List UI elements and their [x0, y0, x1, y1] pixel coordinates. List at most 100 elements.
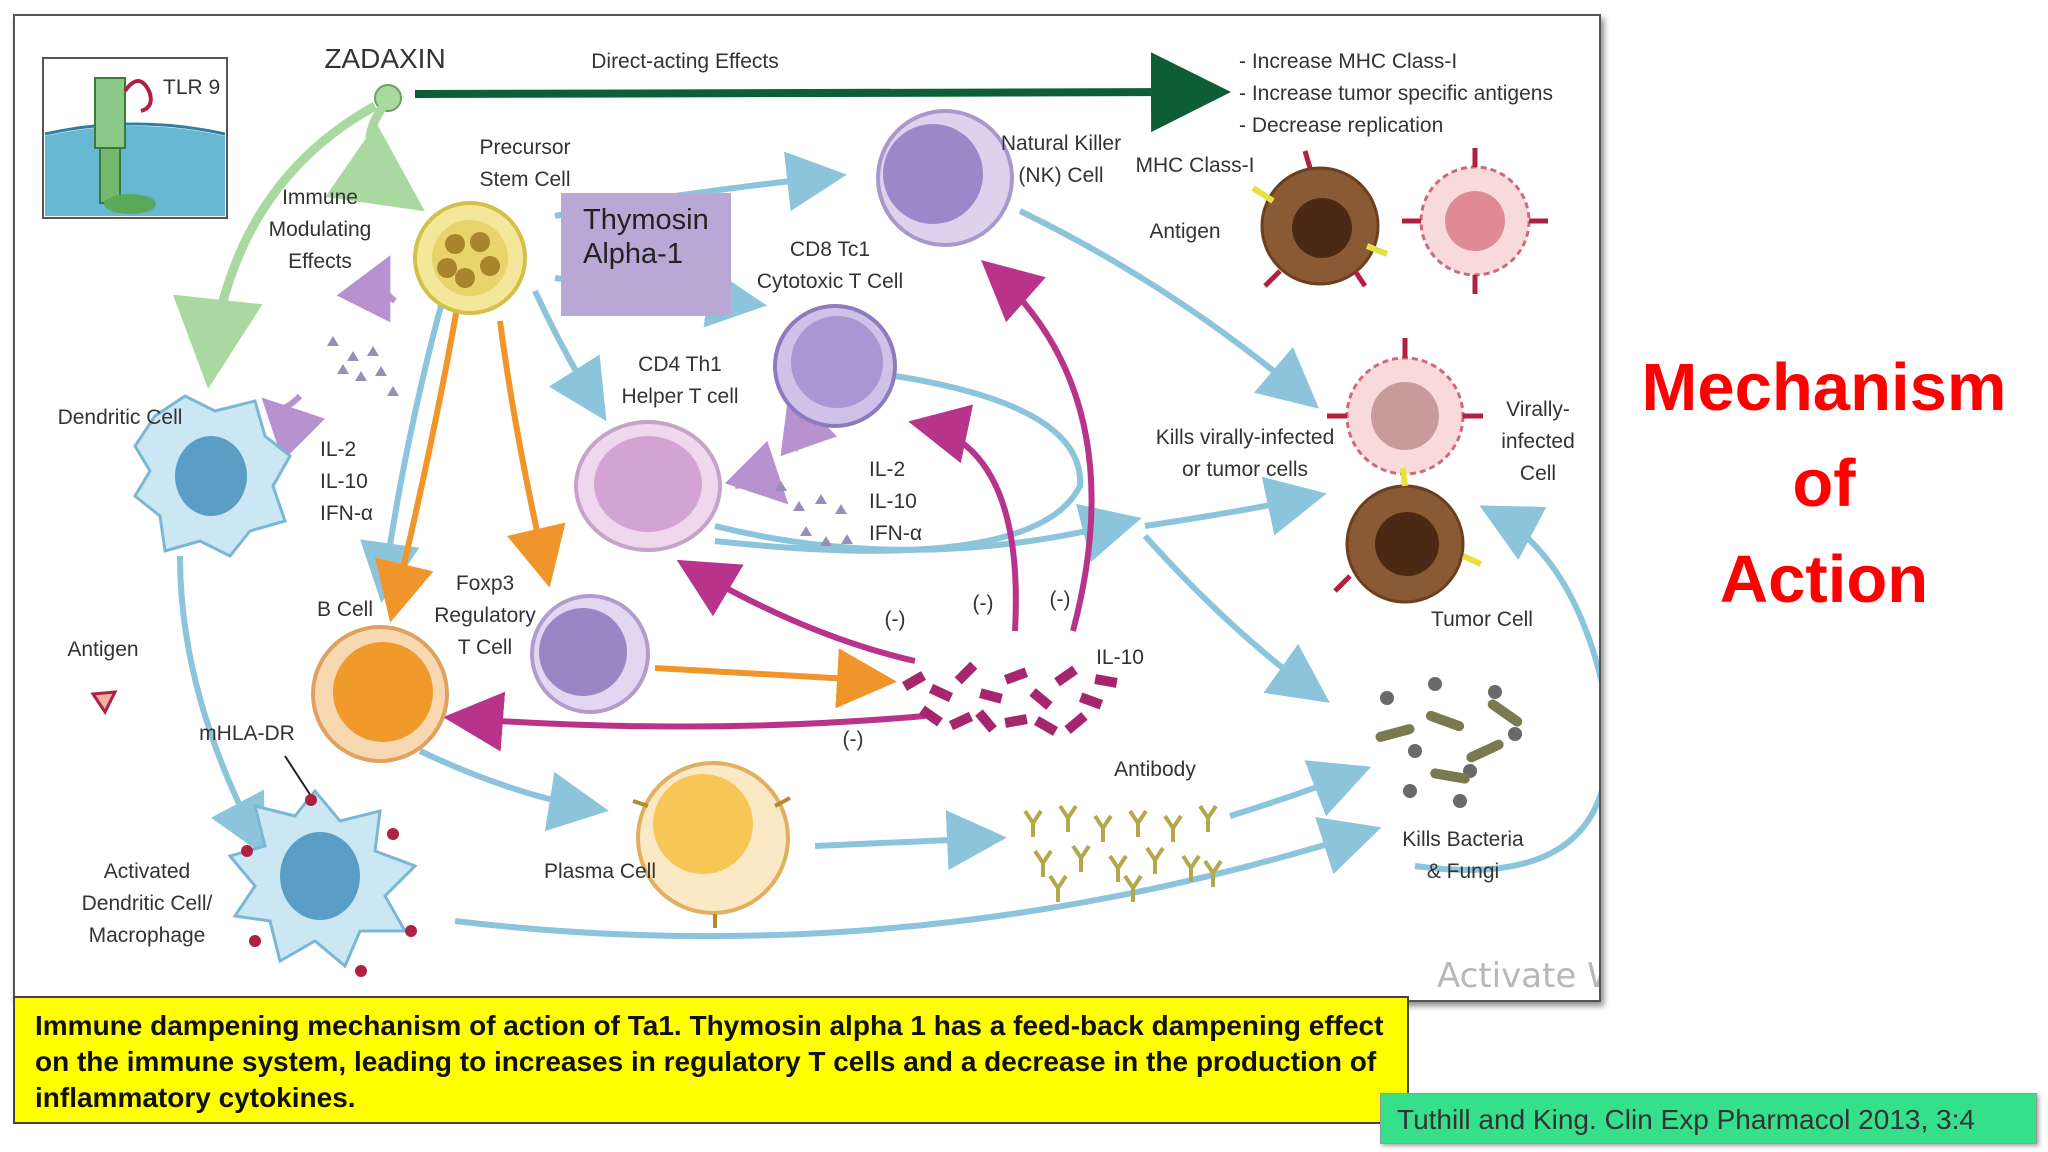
mhla-pointer	[284, 755, 312, 797]
effect-replication: - Decrease replication	[1239, 114, 1443, 137]
infected-cell-top	[1402, 148, 1548, 294]
tumor-cell-top	[1251, 150, 1389, 288]
virally-label-2: infected	[1501, 430, 1575, 453]
activated-label-1: Activated	[104, 860, 190, 883]
bcell-label: B Cell	[317, 598, 373, 621]
cyt-arrow-2	[261, 393, 326, 462]
antigen-top-label: Antigen	[1149, 220, 1220, 243]
neg-label-4: (-)	[843, 728, 864, 751]
b-cell	[311, 625, 449, 763]
tumor-cell	[1333, 467, 1483, 604]
foxp3-label-1: Foxp3	[456, 572, 514, 595]
cd4-label-1: CD4 Th1	[638, 353, 722, 376]
immune-mod-2: Modulating	[269, 218, 372, 241]
dendritic-label: Dendritic Cell	[58, 406, 183, 429]
immune-mod-3: Effects	[288, 250, 352, 273]
cyt-left-il2: IL-2	[320, 438, 356, 461]
antibody-to-bacteria-arrow	[1229, 760, 1372, 819]
foxp3-label-3: T Cell	[458, 636, 512, 659]
il10-to-nk-arrow	[981, 260, 1095, 632]
mhla-label: mHLA-DR	[199, 722, 295, 745]
cytokine-cluster-mid	[775, 481, 853, 546]
junction-to-tumor-arrow	[1144, 476, 1327, 536]
il10-to-cd8-arrow	[908, 404, 1019, 632]
nk-label-2: (NK) Cell	[1018, 164, 1103, 187]
junction-to-bacteria-arrow	[1142, 533, 1330, 703]
dendritic-to-activated-arrow	[177, 555, 266, 857]
diagram-frame: TLR 9 ZADAXIN Direct-acting Effects - In…	[13, 14, 1601, 1002]
activated-label-2: Dendritic Cell/	[82, 892, 213, 915]
foxp3-cell	[530, 594, 650, 714]
direct-effects-label: Direct-acting Effects	[591, 50, 779, 73]
cyt-left-il10: IL-10	[320, 470, 368, 493]
neg-label-3: (-)	[1050, 588, 1071, 611]
slide-title: Mechanism of Action	[1600, 340, 2048, 628]
kills-bacteria-1: Kills Bacteria	[1402, 828, 1524, 851]
cyt-arrow-3	[724, 440, 789, 505]
antibody-label: Antibody	[1114, 758, 1196, 781]
cyt-mid-ifn: IFN-α	[869, 522, 922, 545]
cytokine-cluster-left	[327, 336, 399, 396]
caption-box: Immune dampening mechanism of action of …	[13, 996, 1409, 1124]
cd4-cell	[574, 420, 722, 552]
activated-dendritic-cell	[227, 788, 418, 977]
direct-effects-arrow	[414, 52, 1231, 133]
precursor-label-2: Stem Cell	[479, 168, 570, 191]
antibody-cluster	[1023, 804, 1223, 902]
cd8-cell	[773, 304, 897, 428]
foxp3-label-2: Regulatory	[434, 604, 536, 627]
stem-to-cd4-arrow	[532, 289, 607, 422]
foxp3-to-il10-arrow	[654, 648, 897, 709]
antigen-left-label: Antigen	[67, 638, 138, 661]
neg-label-2: (-)	[973, 592, 994, 615]
tlr9-label: TLR 9	[163, 76, 220, 99]
zadaxin-to-stem-arrow	[325, 101, 425, 212]
zadaxin-to-dendritic-arrow	[173, 102, 378, 389]
plasma-to-antibody-arrow	[814, 810, 1007, 871]
citation-box: Tuthill and King. Clin Exp Pharmacol 201…	[1380, 1093, 2037, 1144]
stem-to-bcell-arrow	[360, 290, 448, 603]
immune-mod-1: Immune	[282, 186, 358, 209]
thymosin-alpha-overlay: Thymosin Alpha-1	[561, 193, 731, 316]
immune-mechanism-diagram: TLR 9 ZADAXIN Direct-acting Effects - In…	[42, 43, 1599, 977]
nk-label-1: Natural Killer	[1001, 132, 1121, 155]
mhc-label: MHC Class-I	[1136, 154, 1255, 177]
activate-windows-watermark: Activate W	[1437, 956, 1599, 996]
cyt-mid-il2: IL-2	[869, 458, 905, 481]
zadaxin-label: ZADAXIN	[324, 43, 445, 74]
antigen-left-icon	[90, 690, 118, 715]
tlr9-inset: TLR 9	[42, 57, 228, 219]
cyt-left-ifn: IFN-α	[320, 502, 373, 525]
tumor-label: Tumor Cell	[1431, 608, 1533, 631]
nk-to-viral-arrow	[1018, 208, 1320, 409]
virally-label-3: Cell	[1520, 462, 1556, 485]
il10-to-cd4-arrow	[676, 559, 916, 664]
nk-cell	[876, 109, 1014, 247]
cd4-label-2: Helper T cell	[621, 385, 738, 408]
stem-to-bcell-orange-arrow	[375, 290, 463, 623]
precursor-label-1: Precursor	[479, 136, 570, 159]
il10-to-bcell-arrow	[443, 691, 926, 752]
kills-viral-1: Kills virally-infected	[1156, 426, 1335, 449]
cyt-arrow-1	[336, 255, 397, 323]
effect-mhc: - Increase MHC Class-I	[1239, 50, 1457, 73]
cd4-to-junction-arrow	[714, 503, 1142, 562]
virally-infected-cell	[1327, 338, 1483, 476]
cyt-mid-il10: IL-10	[869, 490, 917, 513]
bcell-to-plasma-arrow	[418, 748, 609, 832]
activated-to-bacteria-arrow	[454, 816, 1382, 940]
cd8-label-1: CD8 Tc1	[790, 238, 870, 261]
effect-antigens: - Increase tumor specific antigens	[1239, 82, 1553, 105]
title-line-3: Action	[1719, 542, 1929, 617]
precursor-stem-cell	[413, 201, 527, 315]
plasma-label: Plasma Cell	[544, 860, 656, 883]
stem-to-foxp3-arrow	[497, 320, 566, 588]
neg-label-1: (-)	[885, 608, 906, 631]
plasma-cell	[632, 761, 791, 928]
il10-cluster	[901, 661, 1118, 736]
il10-label: IL-10	[1096, 646, 1144, 669]
title-line-2: of	[1792, 446, 1856, 521]
kills-viral-2: or tumor cells	[1182, 458, 1308, 481]
loop-to-tumor-arrow	[1414, 505, 1599, 873]
cd8-label-2: Cytotoxic T Cell	[757, 270, 903, 293]
